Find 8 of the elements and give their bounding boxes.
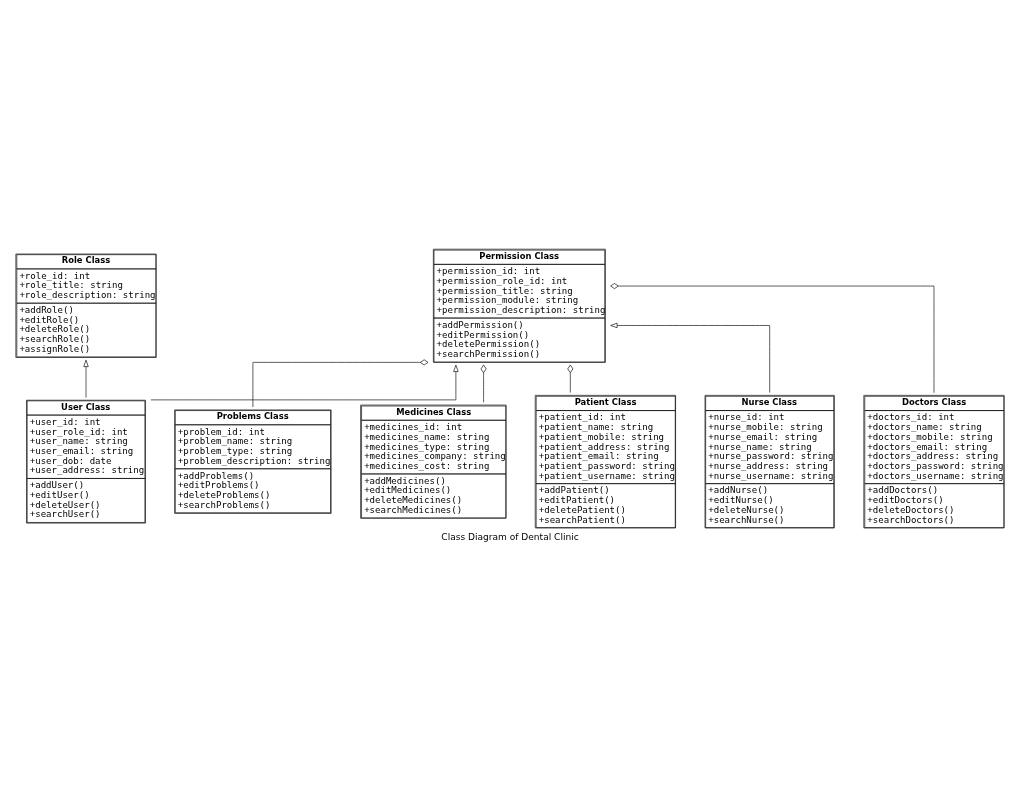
connector [480, 364, 487, 403]
connector [610, 283, 935, 394]
arrow [610, 322, 770, 393]
arrow [83, 359, 89, 398]
diagram-title: Class Diagram of Dental Clinic [441, 532, 579, 543]
connector [567, 364, 574, 393]
connector [252, 359, 429, 408]
arrow [150, 364, 459, 401]
